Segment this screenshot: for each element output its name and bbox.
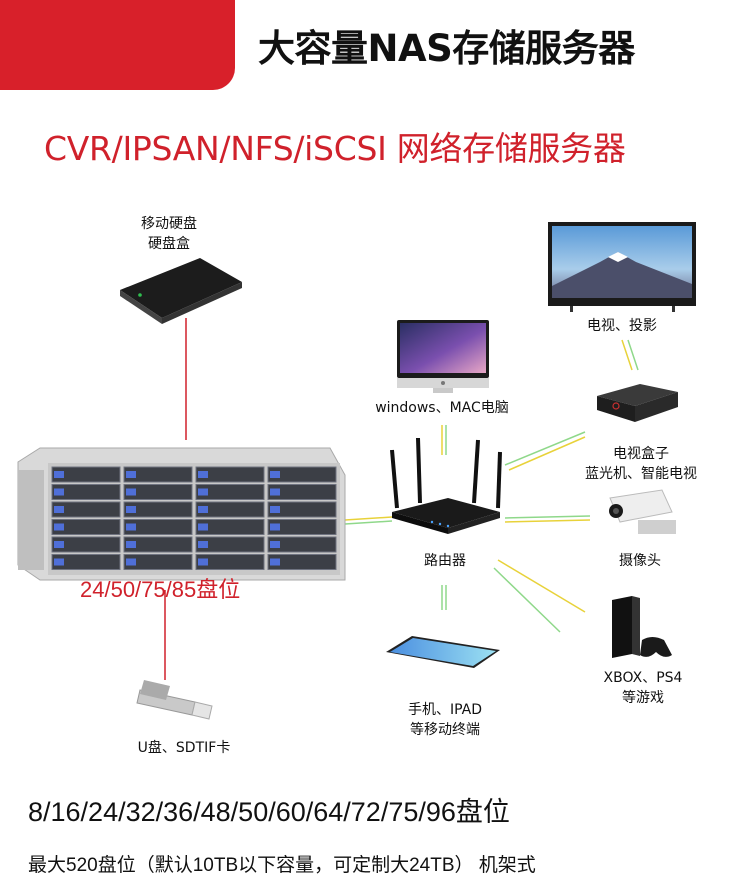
console-label-line1: XBOX、PS4 [603, 670, 683, 686]
external-hdd-label: 移动硬盘 硬盘盒 [124, 214, 214, 254]
drive-bay-latch [198, 506, 208, 513]
drive-bay [267, 501, 337, 518]
drive-bay-latch [126, 541, 136, 548]
tv-icon [548, 222, 696, 312]
settop-label-line2: 蓝光机、智能电视 [585, 466, 697, 482]
drive-bay-latch [126, 523, 136, 531]
drive-bay [51, 519, 121, 535]
phone-label: 手机、IPAD 等移动终端 [390, 700, 500, 740]
server-bays-label: 24/50/75/85盘位 [80, 577, 241, 602]
console-label-line2: 等游戏 [622, 690, 664, 706]
router-label: 路由器 [424, 553, 466, 569]
link-router-settop [504, 431, 586, 466]
drive-bay-latch [198, 488, 208, 496]
settop-label-line1: 电视盒子 [613, 446, 669, 462]
drive-bay [267, 519, 337, 535]
link-router-console [497, 559, 586, 613]
drive-bay [267, 536, 337, 553]
link-server-router [344, 516, 393, 521]
drive-bay [195, 501, 265, 518]
drive-bay-latch [198, 523, 208, 531]
drive-bay [123, 536, 193, 553]
drive-bay-latch [270, 488, 280, 496]
camera-label: 摄像头 [619, 553, 661, 569]
link-router-camera [504, 515, 591, 519]
drive-bay [195, 519, 265, 535]
connection-lines [164, 318, 639, 680]
tv-label: 电视、投影 [587, 318, 657, 334]
drive-bay [123, 501, 193, 518]
drive-bay [195, 536, 265, 553]
camera-icon [609, 489, 676, 534]
drive-bay-latch [270, 523, 280, 531]
settop-box-icon [597, 384, 678, 422]
page-subtitle: CVR/IPSAN/NFS/iSCSI 网络存储服务器 [44, 129, 626, 168]
drive-bay [51, 554, 121, 570]
drive-bay-latch [54, 541, 64, 548]
drive-bay-latch [198, 541, 208, 548]
phone-label-line1: 手机、IPAD [407, 702, 483, 718]
server-drive-bays [51, 466, 337, 570]
drive-bay-latch [270, 541, 280, 548]
drive-bay [195, 554, 265, 570]
drive-bay-latch [54, 488, 64, 496]
drive-bay-latch [270, 506, 280, 513]
capacity-note: 最大520盘位（默认10TB以下容量，可定制大24TB） 机架式 [28, 855, 536, 876]
drive-bay [123, 484, 193, 500]
bay-options: 8/16/24/32/36/48/50/60/64/72/75/96盘位 [28, 797, 510, 827]
drive-bay-latch [270, 471, 280, 478]
drive-bay [267, 466, 337, 483]
drive-bay-latch [198, 471, 208, 478]
drive-bay [267, 554, 337, 570]
link-router-tv [621, 339, 633, 371]
external-hdd-icon [120, 258, 242, 324]
settop-label: 电视盒子 蓝光机、智能电视 [576, 444, 706, 484]
usb-drive-icon [136, 680, 213, 720]
computer-label: windows、MAC电脑 [375, 400, 509, 416]
drive-bay-latch [126, 506, 136, 513]
drive-bay [123, 466, 193, 483]
drive-bay [51, 466, 121, 483]
drive-bay-latch [54, 523, 64, 531]
external-hdd-label-line1: 移动硬盘 [141, 216, 197, 232]
drive-bay-latch [54, 506, 64, 513]
drive-bay-latch [270, 558, 280, 566]
drive-bay-latch [126, 558, 136, 566]
header-banner [0, 0, 235, 90]
drive-bay [195, 466, 265, 483]
usb-label: U盘、SDTIF卡 [137, 740, 231, 756]
drive-bay [195, 484, 265, 500]
router-icon [390, 437, 502, 534]
drive-bay [51, 536, 121, 553]
game-console-icon [612, 596, 672, 658]
console-label: XBOX、PS4 等游戏 [588, 668, 698, 708]
computer-icon [397, 320, 489, 393]
external-hdd-label-line2: 硬盘盒 [148, 236, 190, 252]
drive-bay [123, 519, 193, 535]
drive-bay-latch [198, 558, 208, 566]
drive-bay-latch [54, 471, 64, 478]
page-title: 大容量NAS存储服务器 [258, 27, 635, 70]
drive-bay [51, 484, 121, 500]
drive-bay [267, 484, 337, 500]
drive-bay [123, 554, 193, 570]
phone-label-line2: 等移动终端 [410, 722, 480, 738]
drive-bay-latch [126, 471, 136, 478]
phone-icon [386, 636, 500, 668]
drive-bay-latch [126, 488, 136, 496]
drive-bay-latch [54, 558, 64, 566]
drive-bay [51, 501, 121, 518]
